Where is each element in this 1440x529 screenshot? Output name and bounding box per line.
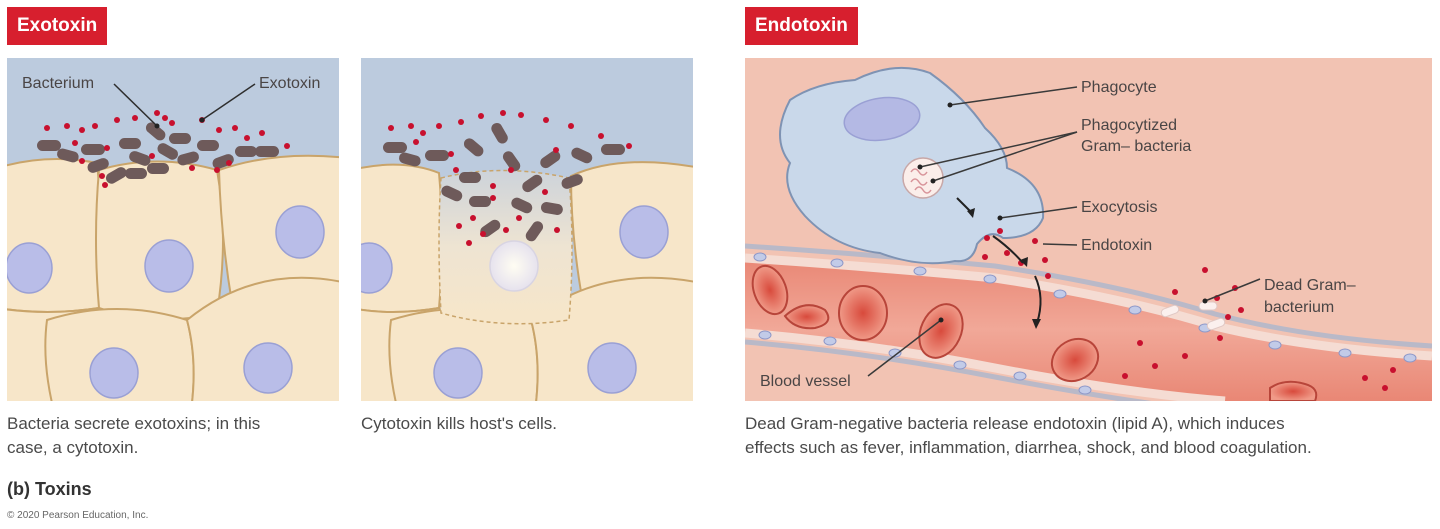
blood-vessel-label: Blood vessel: [760, 373, 851, 390]
phagosome-icon: [902, 157, 944, 199]
exotoxin-panel-cell-death: [361, 58, 693, 401]
phagocytized-label-line1: Phagocytized: [1081, 117, 1177, 134]
bacteria-cluster: [37, 122, 279, 184]
exotoxin-panel2-caption: Cytotoxin kills host's cells.: [361, 414, 557, 433]
dead-bacterium-label-line2: bacterium: [1264, 299, 1334, 316]
endotoxin-dots: [982, 228, 1396, 391]
dead-bacteria: [1160, 301, 1226, 331]
endotoxin-tag: Endotoxin: [745, 7, 858, 45]
exotoxin-panel1-caption: Bacteria secrete exotoxins; in this case…: [7, 414, 261, 457]
cytotoxin-cell-death-illustration: [361, 58, 693, 401]
endotoxin-panel: Phagocyte Phagocytized Gram– bacteria Ex…: [745, 58, 1432, 401]
vessel-wall-lower: [745, 328, 1226, 401]
exotoxin-dots: [388, 110, 632, 246]
endothelial-nuclei: [753, 252, 1417, 363]
nucleus-icons: [7, 205, 325, 399]
figure-label: (b) Toxins: [7, 479, 92, 499]
endotoxin-tag-label: Endotoxin: [755, 15, 848, 36]
nucleus-icons: [361, 205, 669, 399]
exotoxin-tag-label: Exotoxin: [17, 15, 98, 36]
red-blood-cells: [751, 264, 1318, 401]
endotoxin-illustration: Phagocyte Phagocytized Gram– bacteria Ex…: [745, 58, 1432, 401]
exocytosis-label: Exocytosis: [1081, 199, 1157, 216]
phagocyte-nucleus-icon: [843, 96, 921, 142]
endotoxin-caption: Dead Gram-negative bacteria release endo…: [745, 414, 1312, 457]
exotoxin-label: Exotoxin: [259, 75, 320, 92]
bacterium-label: Bacterium: [22, 75, 94, 92]
exotoxin-secretion-illustration: Bacterium Exotoxin: [7, 58, 339, 401]
phagocyte-label: Phagocyte: [1081, 79, 1157, 96]
copyright-notice: © 2020 Pearson Education, Inc.: [7, 510, 149, 521]
bacteria-cluster: [383, 122, 625, 242]
phagocytized-label-line2: Gram– bacteria: [1081, 138, 1191, 155]
dead-bacterium-label-line1: Dead Gram–: [1264, 277, 1356, 294]
exotoxin-panel-secretion: Bacterium Exotoxin: [7, 58, 339, 401]
endotoxin-label: Endotoxin: [1081, 237, 1152, 254]
exotoxin-tag: Exotoxin: [7, 7, 108, 45]
dead-nucleus-icon: [489, 240, 539, 292]
vessel-wall-upper: [745, 243, 1432, 361]
